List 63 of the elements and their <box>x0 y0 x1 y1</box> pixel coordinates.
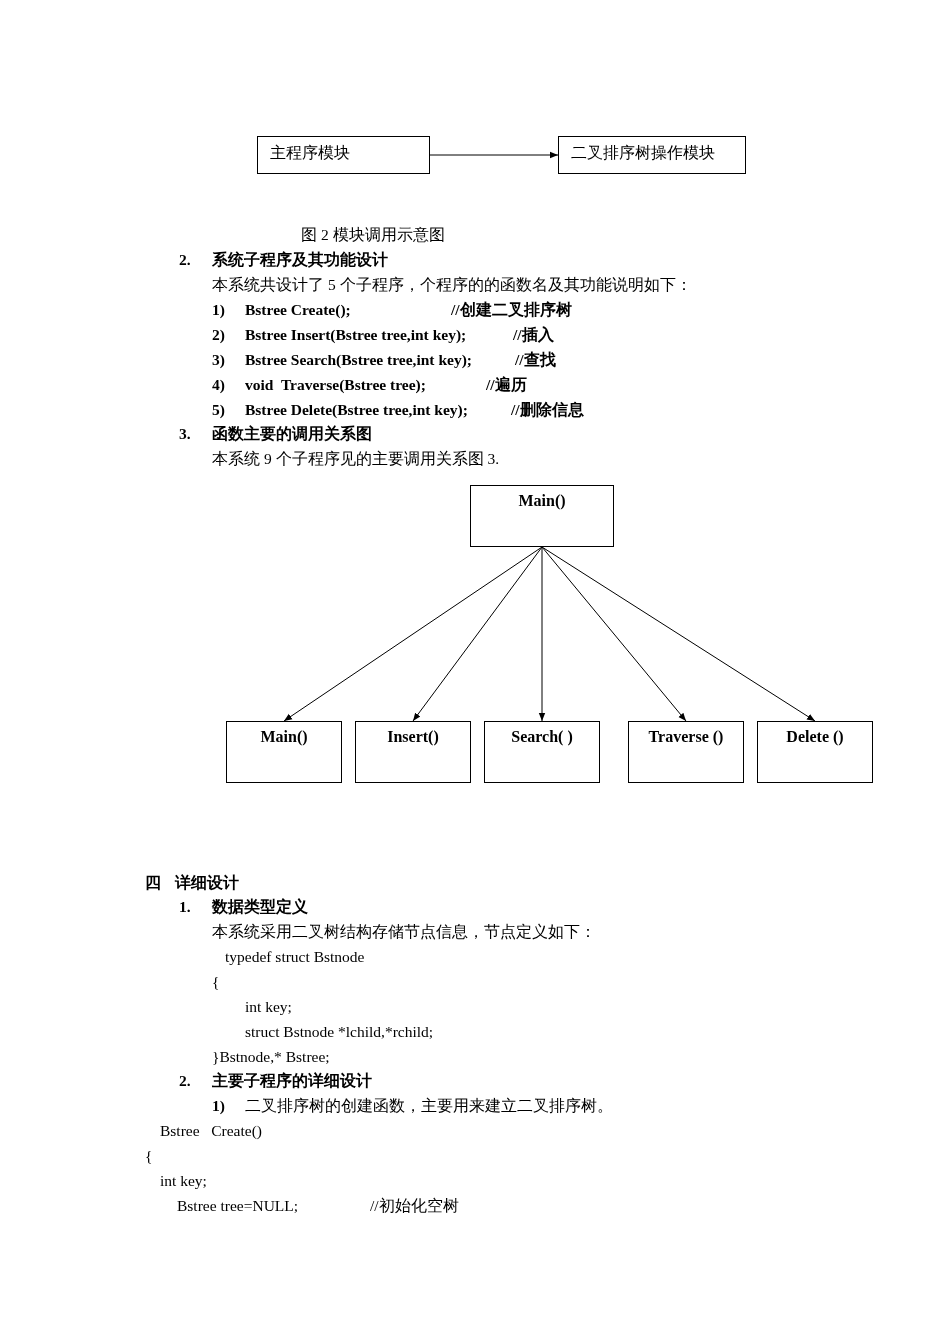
paragraph-text: 本系统采用二叉树结构存储节点信息，节点定义如下： <box>212 923 596 941</box>
list-number: 2. <box>179 1072 191 1090</box>
arrow <box>541 546 687 722</box>
code-comment: //插入 <box>513 326 554 344</box>
section-heading: 数据类型定义 <box>212 898 308 916</box>
node-label: Insert() <box>387 728 439 745</box>
figure-caption: 图 2 模块调用示意图 <box>301 226 445 244</box>
code-comment: //查找 <box>515 351 556 369</box>
chapter-number: 四 <box>145 874 161 892</box>
code-line: struct Bstnode *lchild,*rchild; <box>245 1023 434 1041</box>
module-box <box>257 136 430 174</box>
node-label: Traverse () <box>648 728 724 745</box>
node-label: Main() <box>260 728 308 745</box>
code-line: typedef struct Bstnode <box>225 948 365 966</box>
list-number: 4) <box>212 376 225 394</box>
function-box <box>226 721 342 783</box>
code-line: }Bstnode,* Bstree; <box>212 1048 330 1066</box>
list-number: 2) <box>212 326 225 344</box>
paragraph-text: 本系统共设计了 5 个子程序，个程序的的函数名及其功能说明如下： <box>212 276 692 294</box>
node-label: Search( ) <box>511 728 573 745</box>
code-line: Bstree Create() <box>160 1122 262 1140</box>
arrow <box>412 546 543 722</box>
paragraph-text: 本系统 9 个子程序见的主要调用关系图 3. <box>212 450 499 468</box>
node-label: Delete () <box>786 728 844 745</box>
code-line: Bstree tree=NULL; <box>177 1197 299 1215</box>
code-comment: //初始化空树 <box>370 1197 459 1215</box>
code-comment: //遍历 <box>486 376 527 394</box>
function-box <box>470 485 614 547</box>
arrow <box>541 546 816 722</box>
list-number: 5) <box>212 401 225 419</box>
section-heading: 系统子程序及其功能设计 <box>212 251 388 269</box>
function-box <box>757 721 873 783</box>
section-heading: 函数主要的调用关系图 <box>212 425 372 443</box>
arrow <box>538 546 546 722</box>
function-box <box>355 721 471 783</box>
list-number: 2. <box>179 251 191 269</box>
node-label: Main() <box>518 492 566 509</box>
code-line: int key; <box>160 1172 207 1190</box>
code-comment: //删除信息 <box>511 401 584 419</box>
list-number: 1) <box>212 301 225 319</box>
code-line: { <box>145 1147 153 1165</box>
list-number: 1) <box>212 1097 225 1115</box>
section-heading: 主要子程序的详细设计 <box>212 1072 372 1090</box>
chapter-heading: 详细设计 <box>175 874 239 892</box>
list-number: 3) <box>212 351 225 369</box>
code-comment: //创建二叉排序树 <box>451 301 572 319</box>
function-signature: Bstree Create(); <box>245 301 351 319</box>
function-signature: void Traverse(Bstree tree); <box>245 376 426 394</box>
list-number: 1. <box>179 898 191 916</box>
code-line: { <box>212 973 220 991</box>
paragraph-text: 二叉排序树的创建函数，主要用来建立二叉排序树。 <box>245 1097 613 1115</box>
function-box <box>628 721 744 783</box>
node-label: 主程序模块 <box>270 144 350 161</box>
arrow <box>429 151 559 159</box>
arrow <box>283 546 543 722</box>
code-line: int key; <box>245 998 292 1016</box>
list-number: 3. <box>179 425 191 443</box>
function-signature: Bstree Delete(Bstree tree,int key); <box>245 401 468 419</box>
node-label: 二叉排序树操作模块 <box>571 144 715 161</box>
function-signature: Bstree Search(Bstree tree,int key); <box>245 351 472 369</box>
function-signature: Bstree Insert(Bstree tree,int key); <box>245 326 467 344</box>
function-box <box>484 721 600 783</box>
module-box <box>558 136 746 174</box>
